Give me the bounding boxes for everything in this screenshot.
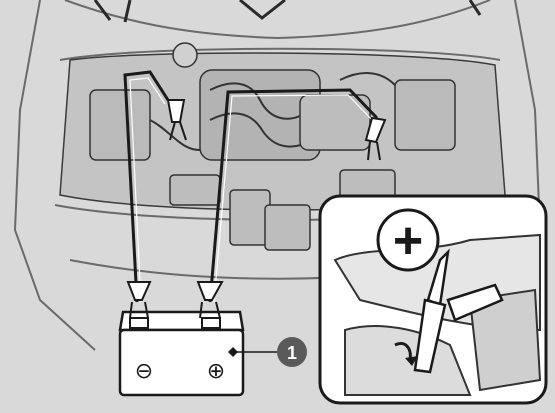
- negative-cable-inner: [129, 77, 166, 303]
- positive-cable: [208, 88, 379, 303]
- battery-clamp-negative: [126, 281, 152, 319]
- callout: [228, 337, 307, 367]
- negative-cable: [123, 70, 170, 303]
- engine-clamp-positive: [364, 116, 387, 161]
- positive-cable-inner: [213, 94, 374, 303]
- inset-positive-symbol: +: [393, 212, 423, 270]
- battery-positive-symbol: ⊕: [207, 359, 225, 384]
- callout-badge: [277, 337, 307, 367]
- inset-detail: [318, 194, 548, 405]
- battery-negative-symbol: ⊖: [135, 359, 153, 384]
- engine-clamp-negative: [166, 99, 187, 141]
- hood-struts: [93, 0, 482, 23]
- battery-clamp-positive: [196, 281, 224, 319]
- callout-number: 1: [287, 343, 297, 363]
- jumper-cables: [123, 70, 379, 303]
- inset-plus-badge: [376, 208, 440, 272]
- battery: [118, 310, 245, 397]
